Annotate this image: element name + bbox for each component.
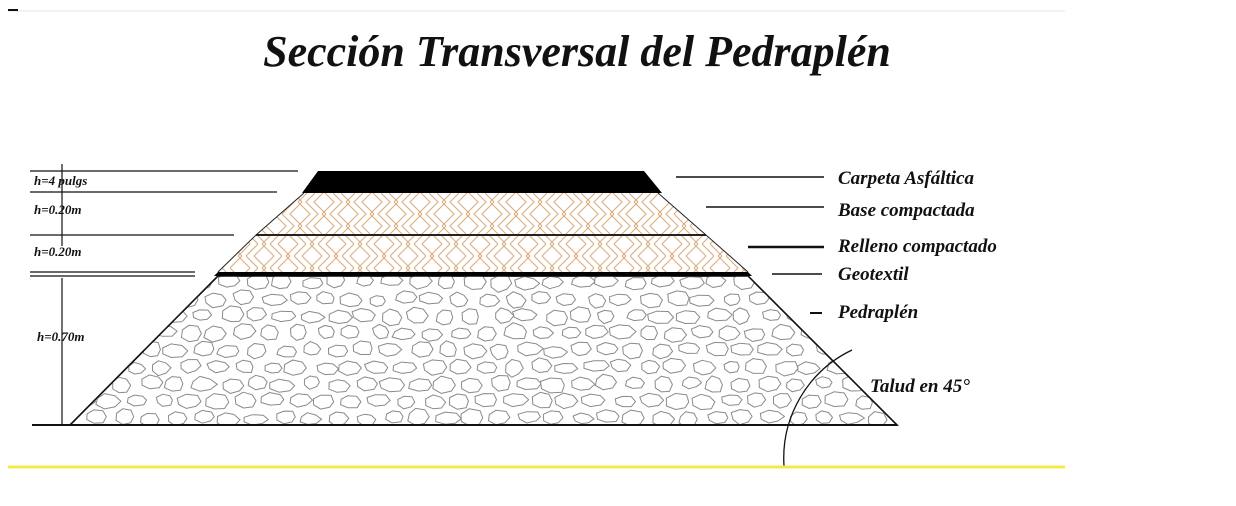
diagram-title: Sección Transversal del Pedraplén	[263, 27, 891, 76]
label-relleno: Relleno compactado	[837, 236, 997, 257]
dimension-lines	[30, 164, 298, 425]
layer-carpeta	[302, 171, 662, 193]
dim-base: h=0.20m	[34, 202, 82, 217]
layer-geotextil	[214, 272, 752, 276]
dim-carpeta: h=4 pulgs	[34, 173, 87, 188]
relleno-hatch	[218, 235, 748, 272]
dim-pedraplen: h=0.70m	[37, 329, 85, 344]
label-pedraplen: Pedraplén	[837, 302, 918, 323]
label-slope: Talud en 45°	[870, 376, 970, 397]
label-base: Base compactada	[837, 200, 975, 221]
layer-base	[256, 193, 706, 235]
leader-lines	[676, 176, 824, 314]
label-carpeta: Carpeta Asfáltica	[838, 168, 974, 189]
slope-angle-arc	[783, 349, 853, 467]
label-geotextil: Geotextil	[838, 264, 909, 285]
layer-relleno	[218, 235, 748, 272]
dim-relleno: h=0.20m	[34, 244, 82, 259]
